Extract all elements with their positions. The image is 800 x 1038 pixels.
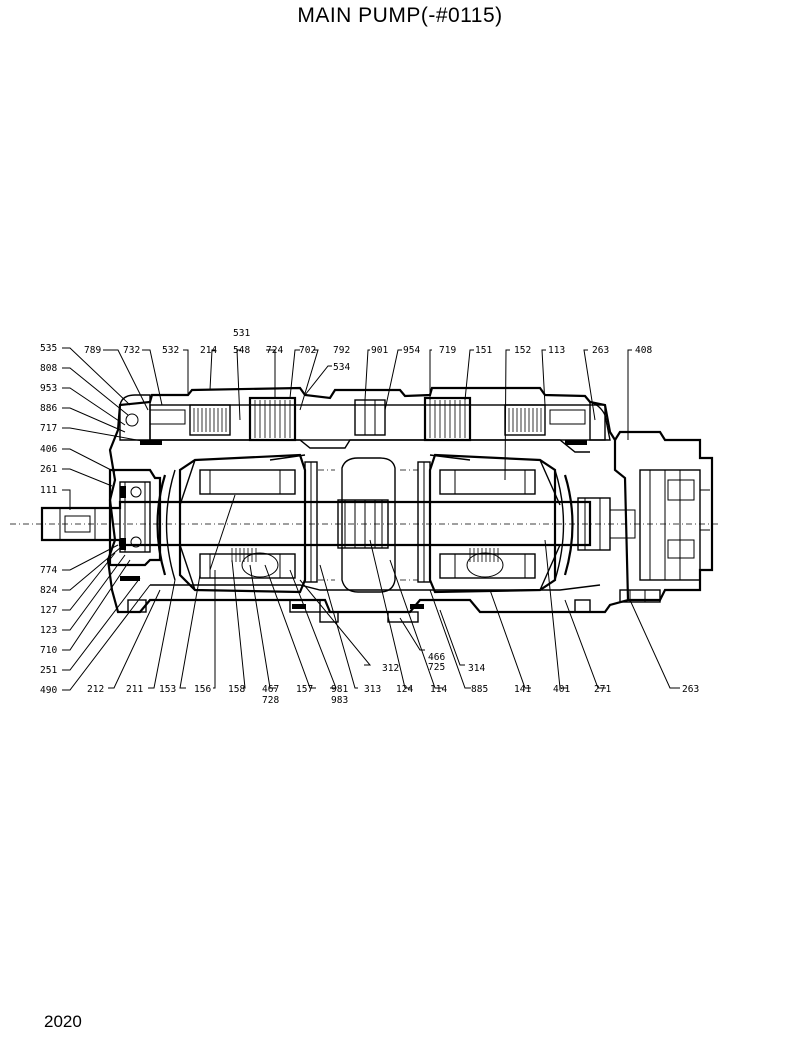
callout-211: 211 [126,684,143,695]
callout-127: 127 [40,605,57,616]
callout-123: 123 [40,625,57,636]
rear-rotating-group [417,453,574,594]
callout-401: 401 [553,684,570,695]
center-pocket [318,457,418,593]
pump-housing [106,386,714,623]
callouts-left: 535 808 953 886 717 406 261 111 774 824 … [40,343,57,696]
callout-710: 710 [40,645,57,656]
callout-114: 114 [430,684,447,695]
callout-774: 774 [40,565,57,576]
callout-157: 157 [296,684,313,695]
callout-158: 158 [228,684,245,695]
callout-263-top: 263 [592,345,609,356]
callout-532: 532 [162,345,179,356]
callout-981: 981 [331,684,348,695]
callout-406: 406 [40,444,57,455]
callout-151: 151 [475,345,492,356]
callout-490: 490 [40,685,57,696]
callout-901: 901 [371,345,388,356]
callout-313: 313 [364,684,381,695]
callout-312: 312 [382,663,399,674]
callout-156: 156 [194,684,211,695]
callout-535: 535 [40,343,57,354]
callout-886: 886 [40,403,57,414]
callout-789: 789 [84,345,101,356]
callout-725: 725 [428,662,445,673]
callout-261: 261 [40,464,57,475]
callout-111: 111 [40,485,57,496]
callout-728: 728 [262,695,279,706]
callout-141: 141 [514,684,531,695]
callout-152: 152 [514,345,531,356]
page-title: MAIN PUMP(-#0115) [297,4,503,27]
callout-724: 724 [266,345,283,356]
callout-271: 271 [594,684,611,695]
callout-251: 251 [40,665,57,676]
callout-314: 314 [468,663,485,674]
callout-824: 824 [40,585,57,596]
page-number: 2020 [44,1012,82,1031]
callouts-top: 789 732 532 214 531 548 724 702 792 534 … [84,328,652,373]
callout-953: 953 [40,383,57,394]
callout-153: 153 [159,684,176,695]
callout-702: 702 [299,345,316,356]
callout-467: 467 [262,684,279,695]
callout-717: 717 [40,423,57,434]
callout-885: 885 [471,684,488,695]
callout-954: 954 [403,345,420,356]
leader-lines [62,347,680,691]
drive-shaft [10,497,720,551]
callout-983: 983 [331,695,348,706]
callout-531: 531 [233,328,250,339]
callouts-bottom: 212 211 153 156 158 467 728 157 981 983 … [87,652,699,706]
callout-466: 466 [428,652,445,663]
callout-719: 719 [439,345,456,356]
callout-792: 792 [333,345,350,356]
front-rotating-group [156,453,318,594]
callout-214: 214 [200,345,217,356]
callout-548: 548 [233,345,250,356]
callout-732: 732 [123,345,140,356]
callout-113: 113 [548,345,565,356]
upper-gear-section [119,394,611,609]
callout-263-bottom: 263 [682,684,699,695]
callout-124: 124 [396,684,413,695]
callout-212: 212 [87,684,104,695]
callout-534: 534 [333,362,350,373]
callout-408: 408 [635,345,652,356]
callout-808: 808 [40,363,57,374]
